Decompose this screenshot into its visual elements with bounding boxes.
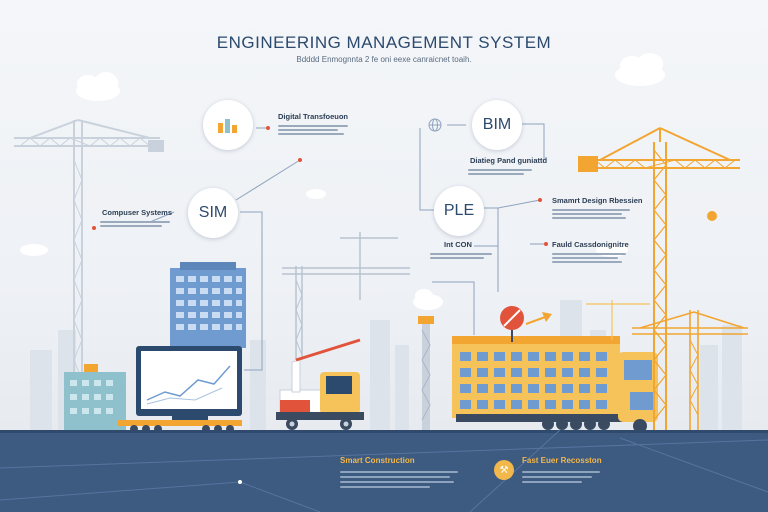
- smart-design-text: [552, 207, 632, 221]
- monitor: [136, 346, 242, 422]
- chart-icon: [218, 119, 237, 133]
- crane-counterweight: [148, 140, 164, 152]
- smart-design-label: Smamrt Design Rbessien: [552, 196, 643, 205]
- connector-lines: [149, 123, 546, 371]
- connector-dots: [92, 126, 548, 246]
- bim-sub-label: Diatieg Pand guniattd: [470, 156, 548, 165]
- blue-tower: [170, 262, 246, 348]
- sim-node[interactable]: SIM: [188, 188, 238, 238]
- bim-sub-text: [468, 167, 534, 177]
- orange-crane: [580, 127, 740, 430]
- computer-systems-text: [100, 219, 170, 229]
- fauld-connection-text: [552, 251, 628, 265]
- wrench-icon: ⚒: [494, 460, 514, 480]
- smart-construction-text: [340, 468, 460, 491]
- page-title: ENGINEERING MANAGEMENT SYSTEM: [216, 33, 552, 52]
- far-crane: [586, 300, 650, 340]
- fast-energy-text: [522, 468, 602, 486]
- digital-transformation-text: [278, 123, 350, 137]
- middle-crane: [282, 232, 410, 360]
- yellow-building: [452, 336, 626, 430]
- teal-building: [64, 364, 126, 430]
- crane-cab: [578, 156, 598, 172]
- computer-systems-label: Compuser Systems: [102, 208, 173, 217]
- digital-transformation-node[interactable]: [203, 100, 253, 150]
- digital-transformation-label: Digital Transfoeuon: [278, 112, 349, 121]
- orange-dot: [707, 211, 717, 221]
- satellite-dish: [500, 306, 552, 342]
- truck-cab: [618, 352, 658, 433]
- signal-tower: [418, 316, 434, 430]
- int-con-label: Int CON: [444, 240, 472, 249]
- ple-node[interactable]: PLE: [434, 186, 484, 236]
- smart-construction-label: Smart Construction: [340, 456, 415, 465]
- small-orange-crane: [632, 310, 748, 430]
- fast-energy-label: Fast Euer Recosston: [522, 456, 602, 465]
- fauld-connection-label: Fauld Cassdonignitre: [552, 240, 629, 249]
- page-subtitle: Bdddd Enmognnta 2 fe oni eexe canraicnet…: [296, 55, 472, 64]
- bim-node[interactable]: BIM: [472, 100, 522, 150]
- globe-icon: [428, 118, 442, 132]
- int-con-text: [430, 251, 494, 261]
- crane-truck: [276, 338, 364, 430]
- clouds: [20, 53, 665, 310]
